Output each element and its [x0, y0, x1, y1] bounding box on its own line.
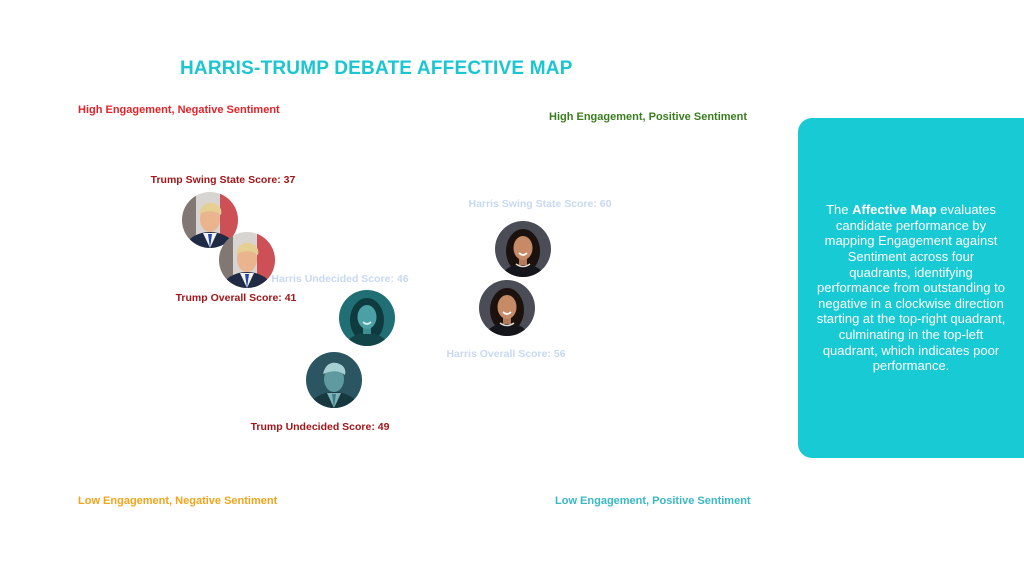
info-panel: The Affective Map evaluates candidate pe… [798, 118, 1024, 458]
chart-point-harris-2 [339, 290, 395, 346]
quadrant-label-bottom-left: Low Engagement, Negative Sentiment [78, 495, 278, 507]
affective-map-plot: Trump Swing State Score: 37 Trump Overall… [151, 174, 612, 433]
info-panel-prefix: The [826, 202, 853, 218]
chart-point-harris-4 [479, 280, 535, 336]
chart-data-label-0: Trump Swing State Score: 37 [151, 174, 296, 186]
quadrant-label-bottom-right: Low Engagement, Positive Sentiment [555, 495, 751, 507]
chart-data-label-3: Trump Undecided Score: 49 [251, 421, 390, 433]
quadrant-label-top-left: High Engagement, Negative Sentiment [78, 104, 280, 116]
info-panel-text: The Affective Map evaluates candidate pe… [816, 202, 1006, 374]
chart-point-harris-5 [495, 221, 551, 277]
chart-point-trump-1 [219, 232, 275, 288]
chart-data-label-5: Harris Swing State Score: 60 [469, 198, 612, 210]
info-panel-highlight: Affective Map [852, 202, 937, 218]
chart-point-trump-3 [306, 352, 362, 408]
chart-data-label-1: Trump Overall Score: 41 [176, 292, 297, 304]
page-title: HARRIS-TRUMP DEBATE AFFECTIVE MAP [180, 58, 573, 79]
chart-data-label-4: Harris Overall Score: 56 [446, 348, 565, 360]
quadrant-label-top-right: High Engagement, Positive Sentiment [549, 111, 748, 123]
info-panel-body: evaluates candidate performance by mappi… [816, 202, 1006, 374]
chart-data-label-2: Harris Undecided Score: 46 [271, 273, 408, 285]
